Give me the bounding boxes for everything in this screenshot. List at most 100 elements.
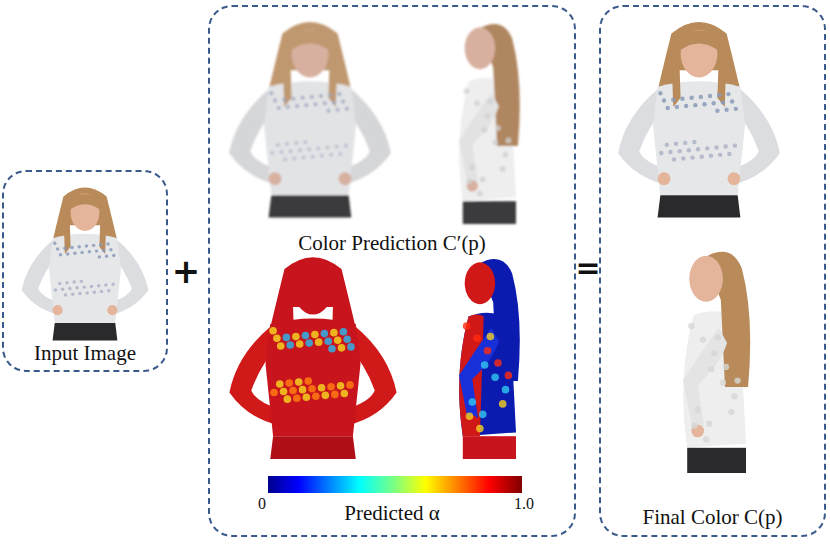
figure-part: [71, 293, 74, 296]
figure-part: [499, 400, 507, 408]
figure-part: [482, 127, 488, 133]
figure-part: [97, 284, 100, 287]
figure-part: [56, 247, 59, 250]
figure-part: [301, 96, 305, 100]
figure-part: [684, 104, 688, 108]
figure-part: [282, 43, 291, 107]
figure-part: [671, 43, 680, 107]
figure-part: [677, 149, 681, 153]
figure-part: [88, 250, 91, 253]
figure-part: [105, 254, 108, 257]
figure-part: [106, 242, 109, 245]
figure-part: [467, 178, 473, 184]
figure-part: [99, 243, 102, 246]
figure-part: [469, 164, 475, 170]
figure-part: [90, 285, 93, 288]
figure-part: [734, 377, 740, 383]
figure-part: [723, 144, 727, 148]
figure-part: [273, 335, 281, 343]
figure-part: [343, 336, 351, 344]
figure-part: [282, 98, 286, 102]
front-figure: [618, 22, 780, 218]
figure-part: [329, 153, 333, 157]
figure-part: [302, 332, 310, 340]
figure-part: [717, 93, 721, 97]
figure-part: [683, 141, 687, 145]
figure-part: [277, 342, 285, 350]
figure-part: [479, 411, 487, 419]
figure-part: [99, 204, 106, 254]
figure-part: [304, 103, 308, 107]
figure-part: [695, 407, 701, 413]
figure-part: [269, 327, 277, 335]
figure-part: [95, 249, 98, 252]
figure-part: [330, 329, 338, 337]
figure-part: [703, 436, 709, 442]
colorbar-max: 1.0: [514, 496, 534, 512]
figure-part: [723, 364, 729, 370]
figure-part: [289, 387, 297, 395]
figure-part: [341, 99, 345, 103]
caption-text: Color Prediction C′(p): [295, 231, 489, 255]
side-figure: [459, 259, 520, 459]
figure-part: [690, 155, 694, 159]
figure-part: [689, 96, 693, 100]
figure-part: [284, 395, 292, 403]
figure-part: [481, 361, 489, 369]
figure-part: [58, 282, 61, 285]
figure-part: [290, 30, 330, 50]
figure-part: [292, 266, 334, 286]
caption-text: Input Image: [31, 341, 139, 365]
figure-part: [320, 154, 324, 158]
figure-part: [303, 393, 311, 401]
figure-part: [298, 148, 302, 152]
figure-part: [324, 337, 332, 345]
figure-part: [292, 333, 300, 341]
figure-part: [334, 336, 342, 344]
front-figure: [229, 257, 396, 459]
figure-part: [85, 244, 88, 247]
figure-part: [666, 106, 670, 110]
figure-part: [269, 172, 282, 185]
figure-part: [293, 394, 301, 402]
figure-part: [283, 334, 291, 342]
figure-part: [54, 288, 57, 291]
figure-part: [680, 97, 684, 101]
figure-part: [78, 245, 81, 248]
figure-part: [286, 341, 294, 349]
figure-part: [672, 157, 676, 161]
figure-part: [659, 151, 663, 155]
figure-part: [693, 103, 697, 107]
figure-part: [73, 252, 76, 255]
figure-part: [107, 305, 117, 315]
figure-part: [494, 359, 502, 367]
figure-part: [485, 113, 491, 119]
figure-part: [53, 323, 118, 340]
figure-part: [326, 109, 330, 113]
figure-part: [277, 106, 281, 110]
figure-part: [340, 328, 348, 336]
figure-part: [280, 388, 288, 396]
figure-part: [49, 234, 121, 323]
figure-part: [285, 379, 293, 387]
figure-part: [295, 378, 303, 386]
figure-part: [294, 141, 298, 145]
figure-part: [289, 149, 293, 153]
figure-part: [465, 262, 495, 304]
figure-part: [337, 92, 341, 96]
figure-part: [295, 104, 299, 108]
figure-part: [683, 328, 727, 433]
figure-part: [505, 372, 513, 380]
figure-part: [692, 140, 696, 144]
dashed-panel: Input Image: [2, 170, 168, 372]
figure-part: [335, 145, 339, 149]
figure-part: [270, 389, 278, 397]
figure-part: [492, 139, 498, 145]
figure-part: [111, 283, 114, 286]
figure-part: [327, 383, 335, 391]
figure-part: [345, 107, 349, 111]
figure-part: [708, 366, 714, 372]
figure-part: [459, 328, 499, 423]
figure-part: [302, 156, 306, 160]
figure-part: [85, 291, 88, 294]
